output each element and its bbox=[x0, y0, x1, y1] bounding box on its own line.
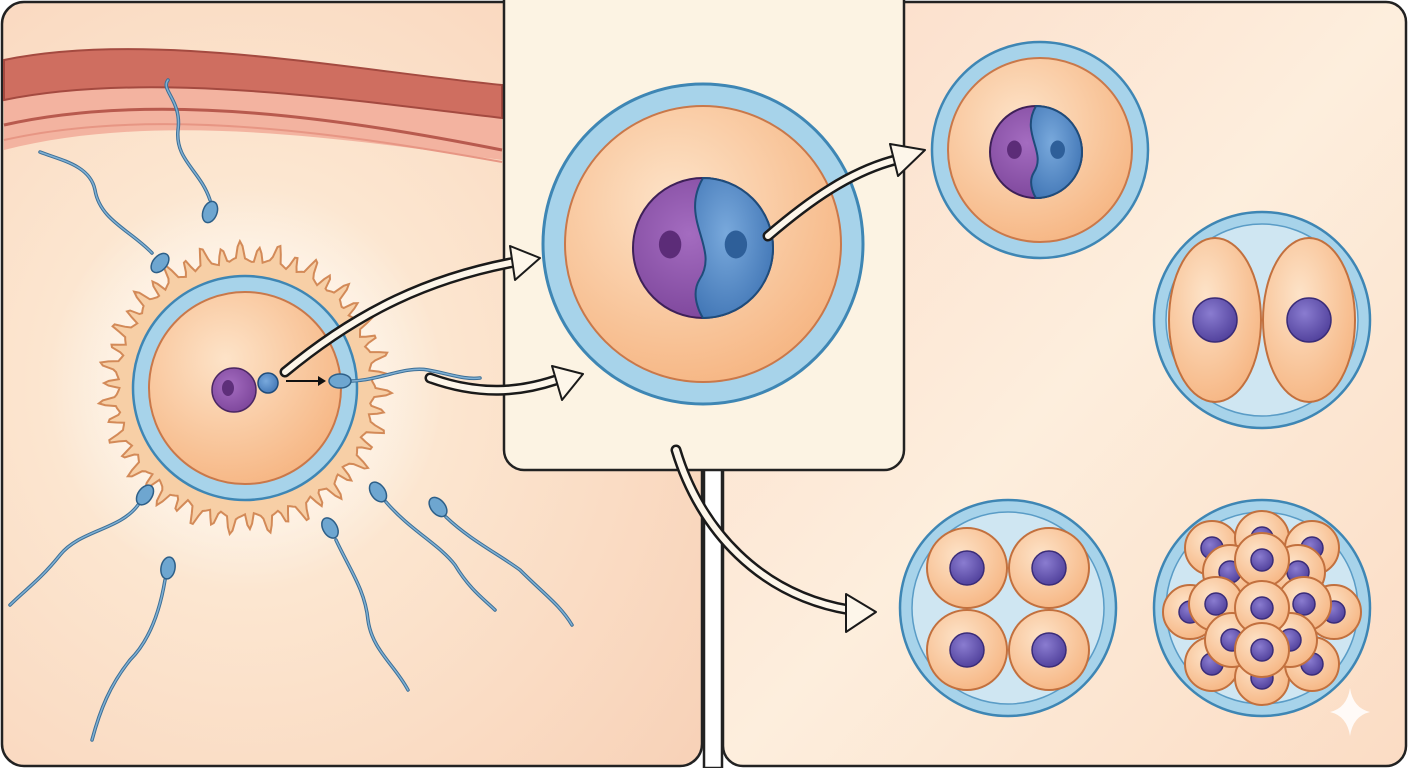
zygote-stage bbox=[930, 40, 1150, 260]
sperm-head bbox=[321, 517, 339, 539]
blastomere-nucleus bbox=[1250, 638, 1274, 662]
arrow-head bbox=[845, 593, 877, 633]
sperm bbox=[321, 517, 410, 692]
sperm-tail-highlight bbox=[91, 579, 166, 741]
male-nucleolus bbox=[1050, 140, 1065, 159]
sperm-head bbox=[160, 556, 176, 580]
sperm-tail-highlight bbox=[9, 504, 139, 606]
female-nucleolus bbox=[1007, 140, 1022, 159]
sperm bbox=[328, 367, 482, 389]
sperm-head bbox=[135, 484, 155, 506]
four-cell-stage bbox=[898, 498, 1118, 718]
sperm-tail-highlight bbox=[445, 516, 573, 626]
arrow-body bbox=[765, 157, 898, 239]
blastomere-nucleus bbox=[1192, 297, 1238, 343]
sperm bbox=[368, 481, 497, 612]
sperm-tail-highlight bbox=[351, 368, 481, 382]
sperm-pronucleus bbox=[257, 372, 279, 394]
blastomere-nucleus bbox=[1031, 632, 1067, 668]
egg-pronucleus bbox=[211, 367, 257, 413]
arrow-head bbox=[509, 245, 541, 281]
morula-stage bbox=[1152, 498, 1372, 718]
blastomere-nucleus bbox=[1286, 297, 1332, 343]
sperm-tail-highlight bbox=[385, 501, 496, 611]
blastomere-nucleus bbox=[949, 550, 985, 586]
sperm bbox=[428, 496, 574, 627]
blastomere-nucleus bbox=[1204, 592, 1228, 616]
small-arrow-head bbox=[318, 376, 326, 386]
sperm bbox=[164, 78, 219, 224]
process-arrows bbox=[279, 143, 926, 633]
sperm bbox=[8, 484, 155, 607]
sperm-head bbox=[201, 200, 219, 224]
zygote-pronuclei bbox=[632, 176, 774, 320]
sperm-cells bbox=[8, 78, 574, 742]
process-arrow bbox=[424, 365, 584, 401]
blastomere-nucleus bbox=[949, 632, 985, 668]
arrow-head bbox=[889, 143, 926, 177]
blastomere-nucleus bbox=[1250, 596, 1274, 620]
two-cell-stage bbox=[1152, 210, 1372, 430]
process-arrow bbox=[762, 143, 926, 242]
sperm-head bbox=[368, 481, 388, 503]
sperm-head bbox=[428, 496, 448, 518]
arrow-body bbox=[427, 375, 559, 394]
sperm-tail-highlight bbox=[165, 79, 211, 201]
arrow-head bbox=[551, 365, 584, 401]
process-arrow bbox=[279, 245, 541, 378]
fallopian-tube-wall bbox=[3, 48, 503, 163]
female-nucleolus bbox=[658, 230, 682, 259]
male-nucleolus bbox=[724, 230, 748, 259]
sperm-tail-highlight bbox=[39, 151, 153, 254]
sperm-head bbox=[150, 252, 170, 274]
egg-nucleolus bbox=[222, 380, 234, 396]
embryo-stages bbox=[898, 40, 1372, 718]
arrow-body bbox=[282, 259, 518, 375]
blastomere-nucleus bbox=[1031, 550, 1067, 586]
zygote-zoom-panel bbox=[502, 0, 906, 768]
sperm bbox=[38, 150, 170, 274]
process-arrow bbox=[670, 444, 877, 633]
sperm-tail-highlight bbox=[335, 539, 409, 691]
blastomere-nucleus bbox=[1250, 548, 1274, 572]
sperm bbox=[90, 556, 176, 742]
sparkle-icon bbox=[1330, 688, 1370, 736]
arrow-body bbox=[673, 447, 853, 613]
blastomere-nucleus bbox=[1292, 592, 1316, 616]
sperm-head bbox=[328, 373, 352, 389]
